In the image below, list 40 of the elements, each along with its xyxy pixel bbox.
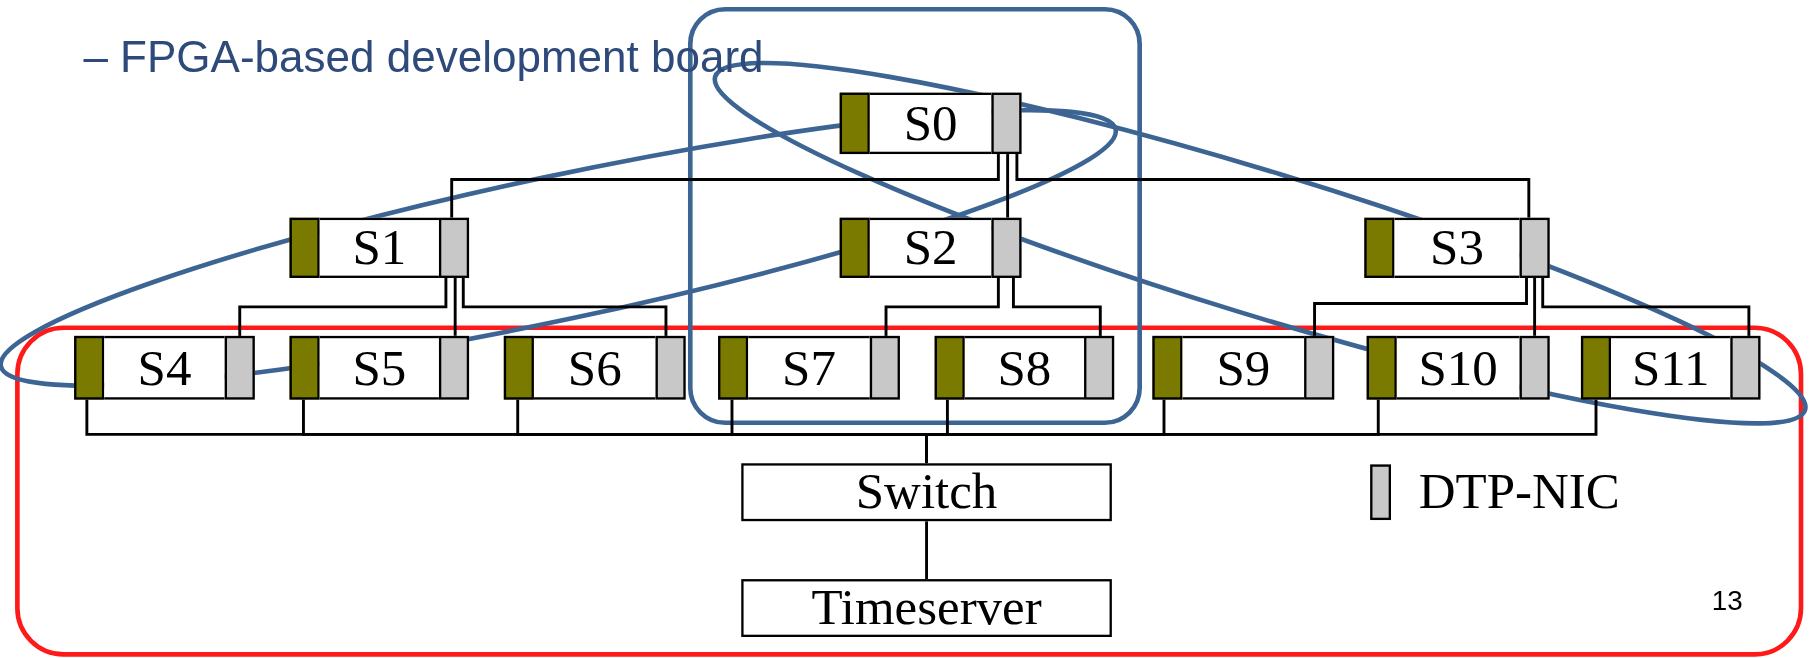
server-label: S5 (352, 342, 407, 394)
server-node (1580, 335, 1761, 400)
server-label: S10 (1418, 342, 1498, 394)
server-label: S6 (567, 342, 622, 394)
device-box: Switch (741, 463, 1112, 522)
connector-line (1015, 154, 1531, 218)
server-node (1364, 217, 1550, 278)
server-node (839, 92, 1022, 155)
legend-label: DTP-NIC (1418, 466, 1620, 518)
server-node (1152, 335, 1335, 400)
server-node (934, 335, 1115, 400)
connector-line (1006, 154, 1010, 218)
server-node (718, 335, 900, 400)
server-node (503, 335, 686, 400)
connector-line (1011, 277, 1102, 336)
connector-line (453, 277, 457, 336)
server-label: S11 (1632, 342, 1710, 394)
server-node (839, 217, 1022, 278)
server-label: S4 (137, 342, 192, 394)
connector-line (1313, 277, 1528, 336)
connector-line (1533, 277, 1537, 336)
server-node (74, 335, 255, 400)
server-node (289, 335, 470, 400)
server-node (1366, 335, 1550, 400)
connector-line (884, 277, 1000, 336)
server-node (289, 217, 470, 278)
device-box: Timeserver (741, 579, 1112, 637)
connector-line (461, 277, 668, 336)
server-label: S3 (1430, 222, 1484, 274)
connector-line (238, 277, 448, 336)
page-number: 13 (1711, 584, 1743, 618)
server-label: S9 (1216, 342, 1271, 394)
server-label: S7 (782, 342, 836, 394)
server-label: S1 (352, 222, 407, 274)
connector-line (1541, 277, 1751, 336)
server-label: S0 (903, 97, 958, 149)
connector-line (925, 521, 928, 580)
connector-line (450, 154, 1000, 218)
server-label: S8 (997, 342, 1052, 394)
server-label: S2 (903, 222, 958, 274)
